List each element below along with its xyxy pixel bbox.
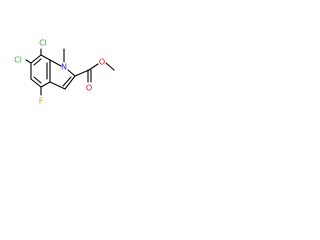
bond-c2-c3-double — [62, 76, 72, 87]
bond-c7a-c7 — [40, 54, 51, 61]
bond-c7-c6 — [30, 54, 42, 64]
oxygen-atom-label: O — [99, 58, 105, 67]
bond-c5-c4 — [30, 78, 42, 88]
bond-c6-cl — [25, 59, 32, 64]
bond-c4-c3a — [40, 81, 51, 88]
chemical-structure-diagram: Cl Cl F N O O — [14, 39, 115, 106]
oxygen-atom-label: O — [86, 84, 92, 93]
bond-c7a-n1 — [49, 59, 62, 67]
bond-c5-c4-double — [33, 76, 42, 84]
bond-o-methyl — [105, 62, 115, 71]
bond-c3-c3a — [49, 81, 66, 90]
bond-carbonyl-o-ester — [88, 63, 99, 71]
chlorine-atom-label: Cl — [39, 39, 47, 48]
bond-c2-c3 — [64, 75, 76, 90]
pyrrole-ring — [49, 59, 76, 90]
chlorine-atom-label: Cl — [14, 56, 22, 65]
fluorine-atom-label: F — [39, 97, 44, 106]
bond-c7-c6-double — [33, 58, 42, 66]
benzene-ring — [30, 54, 51, 88]
bond-c2-carbonyl — [74, 69, 90, 77]
nitrogen-atom-label: N — [61, 63, 67, 72]
bond-n1-c2 — [67, 69, 76, 77]
